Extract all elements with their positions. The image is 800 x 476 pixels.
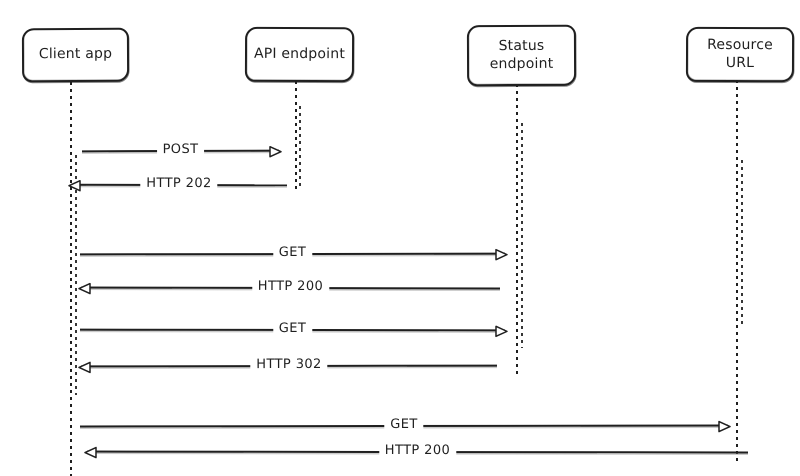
actor-box-status-endpoint: Status endpoint (466, 24, 577, 87)
arrowhead-left-icon (78, 361, 91, 374)
actor-label: Status endpoint (489, 38, 554, 72)
message-label: GET (384, 416, 424, 433)
arrowhead-right-icon (495, 248, 508, 261)
message-label: HTTP 302 (250, 356, 328, 373)
actor-label: API endpoint (253, 45, 346, 63)
message-http-302: HTTP 302 (78, 356, 498, 374)
message-post: POST (81, 141, 282, 158)
message-get-status-2: GET (79, 320, 508, 338)
message-label: GET (272, 320, 313, 337)
message-http-202: HTTP 202 (68, 175, 288, 192)
message-label: POST (156, 141, 205, 158)
message-get-resource: GET (79, 416, 731, 433)
message-http-200-status: HTTP 200 (78, 278, 501, 295)
message-label: HTTP 200 (251, 278, 330, 295)
actor-box-api-endpoint: API endpoint (244, 26, 355, 83)
actor-label: Client app (38, 46, 113, 63)
message-label: HTTP 200 (378, 442, 457, 459)
lifeline-resource-url-activation (740, 160, 743, 328)
lifeline-api-endpoint-activation (299, 106, 302, 186)
lifeline-resource-url (736, 80, 739, 462)
actor-box-client-app: Client app (21, 27, 130, 83)
arrowhead-left-icon (68, 179, 81, 192)
arrowhead-right-icon (269, 145, 282, 158)
arrowhead-left-icon (78, 282, 91, 295)
message-http-200-resource: HTTP 200 (84, 442, 749, 459)
arrowhead-left-icon (84, 446, 97, 459)
actor-label: Resource URL (707, 37, 773, 71)
actor-box-resource-url: Resource URL (685, 26, 795, 83)
arrowhead-right-icon (718, 420, 731, 433)
arrowhead-right-icon (495, 325, 508, 338)
lifeline-status-endpoint (516, 84, 519, 374)
lifeline-client-app-activation (74, 155, 77, 395)
lifeline-status-endpoint-activation (520, 123, 523, 348)
lifeline-client-app (70, 82, 73, 476)
message-label: GET (272, 244, 313, 261)
message-label: HTTP 202 (140, 175, 218, 192)
message-get-status-1: GET (79, 244, 508, 261)
lifeline-api-endpoint (295, 81, 298, 190)
